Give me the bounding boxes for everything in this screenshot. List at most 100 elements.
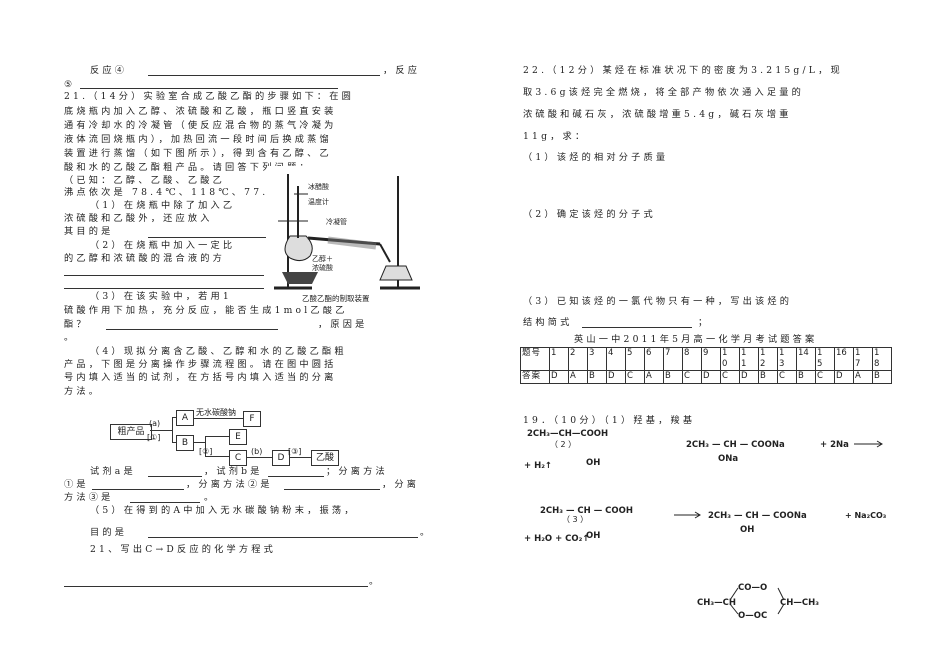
q5-line: （5）在得到的A中加入无水碳酸钠粉末，振荡， xyxy=(90,505,357,516)
table-cell: D xyxy=(606,370,626,384)
q3-line: ，原因是 xyxy=(318,319,368,330)
q22-part1: （1）该烃的相对分子质量 xyxy=(523,152,669,163)
arrow-line xyxy=(193,418,243,419)
table-cell: 1 0 xyxy=(720,347,740,371)
q3-line: 硫酸作用下加热，充分反应，能否生成1mol乙酸乙 xyxy=(64,305,348,316)
answer-blank[interactable] xyxy=(284,489,380,490)
reaction5-label: ，反应 xyxy=(383,65,421,76)
answer-blank[interactable] xyxy=(130,502,200,503)
arrow-line xyxy=(193,442,205,443)
q22-part3: 结构简式 xyxy=(523,317,573,328)
answer-blank[interactable] xyxy=(80,88,338,89)
eq3-oh2: OH xyxy=(740,525,755,535)
step2-label: [②] xyxy=(199,447,213,456)
label-mixture: 乙醇＋ xyxy=(312,255,333,263)
q21-line: 装置进行蒸馏（如下图所示），得到含有乙醇、乙 xyxy=(64,148,332,159)
q21-line: 沸点依次是 78.4℃、118℃、77.1℃ xyxy=(64,187,291,198)
table-cell: 1 2 xyxy=(758,347,778,371)
eq3-reactant: 2CH₃ — CH — COOH xyxy=(540,506,633,516)
q21-line: 液体流回烧瓶内），加热回流一段时间后换成蒸馏 xyxy=(64,134,332,145)
answer-blank[interactable] xyxy=(582,327,692,328)
table-cell: 14 xyxy=(796,347,816,371)
table-cell: 1 7 xyxy=(853,347,873,371)
table-cell: B xyxy=(663,370,683,384)
table-cell: 1 1 xyxy=(739,347,759,371)
table-cell: D xyxy=(701,370,721,384)
label-acetic-acid: 冰醋酸 xyxy=(308,183,329,191)
table-cell: 1 5 xyxy=(815,347,835,371)
reagent-a-text: 试剂a是 xyxy=(90,466,136,477)
table-cell: B xyxy=(796,370,816,384)
q5-end: 。 xyxy=(420,527,433,538)
table-cell: C xyxy=(815,370,835,384)
table-header-cell: 题号 xyxy=(520,347,550,371)
arrow-line xyxy=(289,457,311,458)
answer-blank[interactable] xyxy=(64,586,368,587)
answer-blank[interactable] xyxy=(148,537,418,538)
answer-blank[interactable] xyxy=(64,288,264,289)
q2-line: 的乙醇和浓硫酸的混合液的方 xyxy=(64,253,226,264)
q4-line: 号内填入适当的试剂，在方括号内填入适当的分离 xyxy=(64,372,337,383)
answer-table: 题号 1 2 3 4 5 6 7 8 9 1 0 1 1 1 2 1 3 14 … xyxy=(520,347,892,384)
table-cell: 2 xyxy=(568,347,588,371)
table-row: 题号 1 2 3 4 5 6 7 8 9 1 0 1 1 1 2 1 3 14 … xyxy=(520,347,892,371)
q4-line: 产品，下图是分离操作步骤流程图。请在图中圆括 xyxy=(64,359,337,370)
answer-19: 19．（10分）（1）羟基，羧基 xyxy=(523,415,696,426)
q22-line: 22.（12分）某烃在标准状况下的密度为3.215g/L，现 xyxy=(523,65,843,76)
q22-line: 11g，求： xyxy=(523,131,588,142)
arrow-line xyxy=(205,436,206,456)
end-dot: 。 xyxy=(369,576,382,587)
q21-heading: 21.（14分）实验室合成乙酸乙酯的步骤如下：在圆 xyxy=(64,91,355,102)
sep-text: ，分离 xyxy=(382,479,420,490)
acetic-acid-box: 乙酸 xyxy=(311,450,339,466)
answer-title: 英山一中2011年5月高一化学月考试题答案 xyxy=(574,334,818,345)
q1-line: 其目的是 xyxy=(64,226,114,237)
q5-line: 目的是 xyxy=(90,527,128,538)
q1-line: （1）在烧瓶中除了加入乙 xyxy=(90,200,236,211)
sep-text: ；分离方法 xyxy=(326,466,388,477)
arrow-line xyxy=(172,442,176,443)
arrow-line xyxy=(172,417,176,418)
table-cell: 7 xyxy=(663,347,683,371)
table-cell: 5 xyxy=(625,347,645,371)
sep-text: 方法③是 xyxy=(64,492,114,503)
answer-blank[interactable] xyxy=(268,476,324,477)
q21b-line: 21、写出C→D反应的化学方程式 xyxy=(90,544,277,555)
box-d: D xyxy=(272,450,290,466)
q22-part3: （3）已知该烃的一氯代物只有一种，写出该烃的 xyxy=(523,296,793,307)
q3-line: （3）在该实验中，若用1 xyxy=(90,291,232,302)
eq3-reagent: + Na₂CO₃ xyxy=(845,511,887,520)
eq2-oh: OH xyxy=(586,458,601,468)
q4-line: （4）现拟分离含乙酸、乙醇和水的乙酸乙酯粗 xyxy=(90,346,347,357)
q21-line: （已知：乙醇、乙酸、乙酸乙 xyxy=(64,175,226,186)
table-cell: D xyxy=(834,370,854,384)
arrow-line xyxy=(150,430,172,431)
q22-part2: （2）确定该烃的分子式 xyxy=(523,209,656,220)
table-row: 答案 D A B D C A B C D C D B C B C D A B xyxy=(520,370,892,384)
answer-blank[interactable] xyxy=(106,329,278,330)
answer-blank[interactable] xyxy=(92,489,184,490)
reaction5-num: ⑤ xyxy=(64,79,76,90)
answer-blank[interactable] xyxy=(148,75,380,76)
box-c: C xyxy=(229,450,247,466)
table-cell: A xyxy=(644,370,664,384)
table-cell: 3 xyxy=(587,347,607,371)
q4-line: 方法。 xyxy=(64,386,102,397)
table-cell: B xyxy=(758,370,778,384)
na2co3-label: 无水碳酸钠 xyxy=(196,408,236,417)
q3-line: 。 xyxy=(64,332,77,343)
eq2-ona: ONa xyxy=(718,454,739,464)
table-cell: C xyxy=(682,370,702,384)
answer-blank[interactable] xyxy=(148,476,202,477)
sep-text: ，分离方法②是 xyxy=(186,479,273,490)
table-cell: A xyxy=(853,370,873,384)
answer-blank[interactable] xyxy=(64,275,264,276)
q22-line: 取3.6g该烃完全燃烧，将全部产物依次通入足量的 xyxy=(523,87,805,98)
q21-line: 酸和水的乙酸乙酯粗产品。请回答下列问题： xyxy=(64,162,312,173)
table-cell: 8 xyxy=(682,347,702,371)
step3-label: [③] xyxy=(288,447,302,456)
table-cell: 1 8 xyxy=(872,347,892,371)
label-thermometer: 温度计 xyxy=(308,198,329,206)
q22-line: 浓硫酸和碱石灰，浓硫酸增重5.4g，碱石灰增重 xyxy=(523,109,792,120)
answer-blank[interactable] xyxy=(148,237,266,238)
